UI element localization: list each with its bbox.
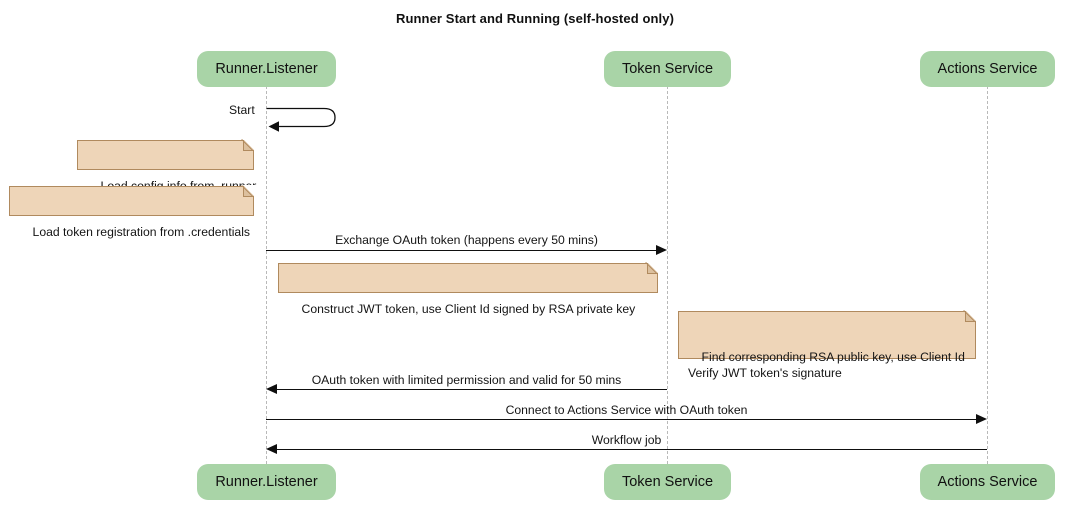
lifeline-token-service (667, 86, 668, 464)
note-construct-jwt-token: Construct JWT token, use Client Id signe… (278, 262, 659, 316)
self-message-start-loop (266, 103, 346, 133)
lifeline-runner-listener (266, 86, 267, 464)
arrowhead-right-icon (656, 244, 667, 255)
message-label-connect-actions-service: Connect to Actions Service with OAuth to… (505, 403, 748, 417)
message-line-oauth-token-response (276, 389, 667, 390)
page-title: Runner Start and Running (self-hosted on… (395, 11, 675, 26)
note-fold-corner-icon (243, 185, 255, 197)
arrowhead-right-icon (976, 413, 987, 424)
arrowhead-left-icon (266, 443, 277, 454)
participant-actions-service-top[interactable]: Actions Service (920, 51, 1055, 87)
message-line-exchange-oauth-token (266, 250, 657, 251)
note-verify-jwt-signature: Find corresponding RSA public key, use C… (678, 310, 977, 380)
participant-runner-listener-bottom[interactable]: Runner.Listener (197, 464, 336, 500)
self-message-start-label: Start (229, 103, 255, 117)
lifeline-actions-service (987, 86, 988, 464)
message-label-workflow-job: Workflow job (591, 433, 662, 447)
note-load-token-registration: Load token registration from .credential… (9, 185, 255, 239)
participant-token-service-bottom[interactable]: Token Service (604, 464, 731, 500)
participant-actions-service-bottom[interactable]: Actions Service (920, 464, 1055, 500)
arrowhead-left-icon (266, 383, 277, 394)
participant-runner-listener-top[interactable]: Runner.Listener (197, 51, 336, 87)
message-label-exchange-oauth-token: Exchange OAuth token (happens every 50 m… (335, 233, 598, 247)
note-text: Find corresponding RSA public key, use C… (688, 350, 965, 380)
note-fold-corner-icon (647, 262, 659, 274)
message-line-workflow-job (276, 449, 987, 450)
message-line-connect-actions-service (266, 419, 977, 420)
note-fold-corner-icon (243, 139, 255, 151)
message-label-oauth-token-response: OAuth token with limited permission and … (311, 373, 622, 387)
participant-token-service-top[interactable]: Token Service (604, 51, 731, 87)
note-fold-corner-icon (965, 310, 977, 322)
note-text: Load token registration from .credential… (32, 225, 251, 239)
note-text: Construct JWT token, use Client Id signe… (301, 302, 636, 316)
note-load-config-info: Load config info from .runner (77, 139, 256, 193)
